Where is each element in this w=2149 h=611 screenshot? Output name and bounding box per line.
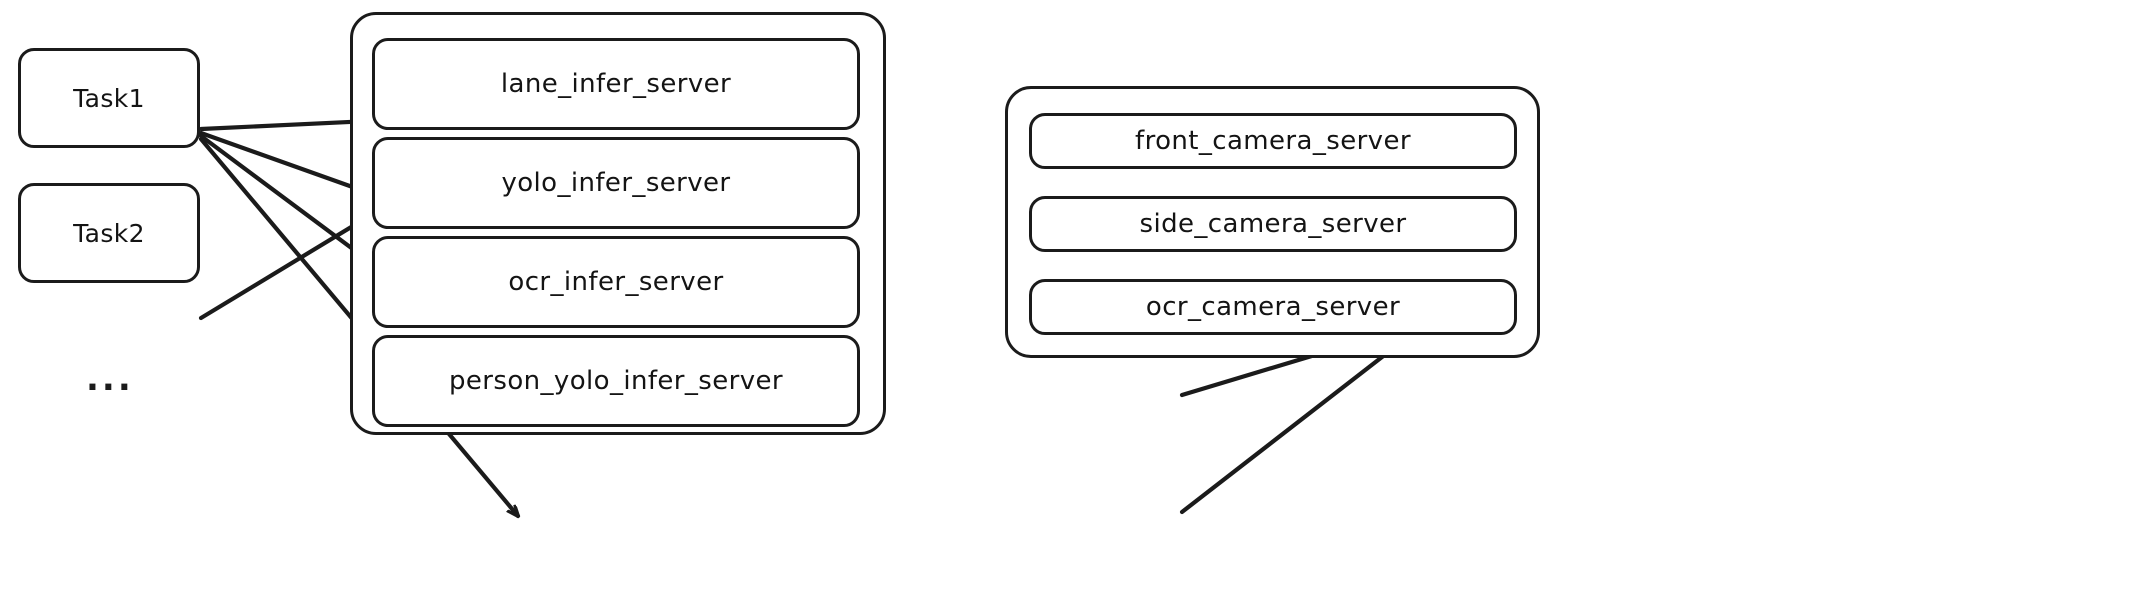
- infer-server-label: lane_infer_server: [500, 69, 732, 99]
- camera-server-ocr[interactable]: ocr_camera_server: [1029, 279, 1517, 335]
- infer-server-label: ocr_infer_server: [508, 267, 724, 297]
- infer-server-label: yolo_infer_server: [501, 168, 731, 198]
- infer-server-lane[interactable]: lane_infer_server: [372, 38, 860, 130]
- task-node-task2[interactable]: Task2: [18, 183, 200, 283]
- task-node-label: Task1: [73, 83, 145, 113]
- task-node-task1[interactable]: Task1: [18, 48, 200, 148]
- task-node-label: Task2: [73, 218, 145, 248]
- infer-server-person-yolo[interactable]: person_yolo_infer_server: [372, 335, 860, 427]
- infer-server-label: person_yolo_infer_server: [449, 366, 783, 396]
- edge-person-yolo-side: [1179, 340, 1404, 515]
- infer-server-ocr[interactable]: ocr_infer_server: [372, 236, 860, 328]
- camera-server-label: side_camera_server: [1139, 209, 1407, 239]
- infer-server-yolo[interactable]: yolo_infer_server: [372, 137, 860, 229]
- camera-server-side[interactable]: side_camera_server: [1029, 196, 1517, 252]
- camera-server-label: ocr_camera_server: [1145, 292, 1401, 322]
- camera-server-front[interactable]: front_camera_server: [1029, 113, 1517, 169]
- more-tasks-ellipsis-icon: ...: [86, 359, 134, 399]
- camera-server-label: front_camera_server: [1135, 126, 1411, 156]
